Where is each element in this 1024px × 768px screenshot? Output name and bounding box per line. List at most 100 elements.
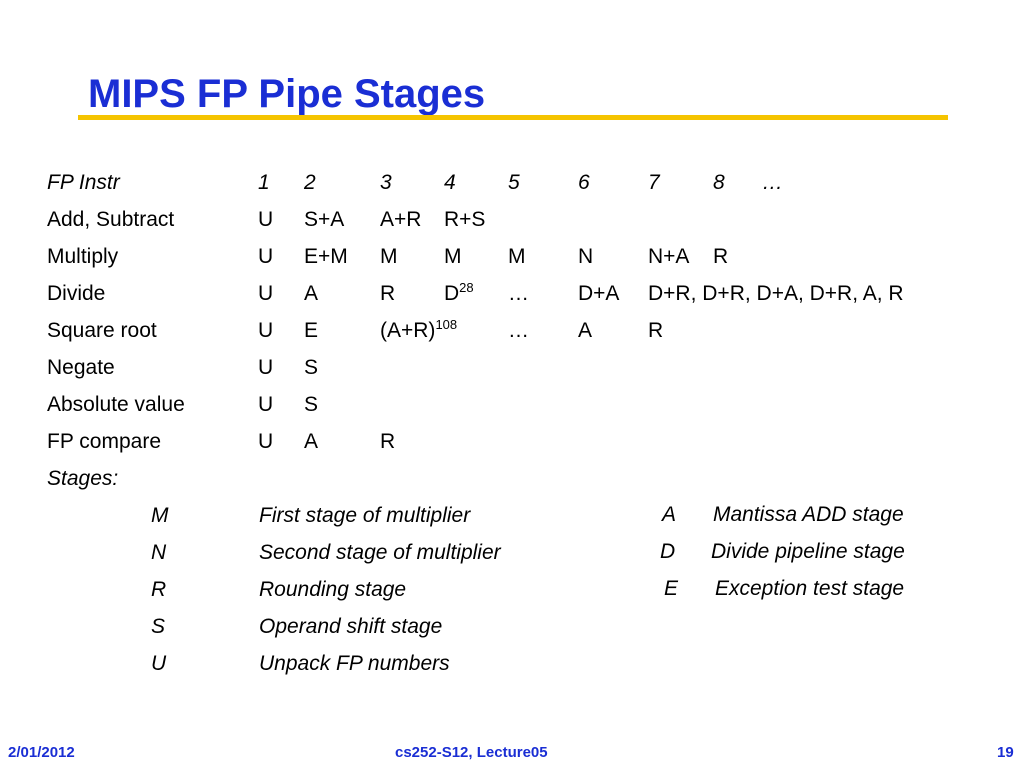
stage-code: D (660, 539, 675, 565)
stage-cell-superscript: 108 (435, 317, 458, 332)
header-col-7-text: 7 (648, 171, 660, 194)
stage-cell-text: S+A (304, 208, 345, 231)
stage-cell-text: U (258, 282, 274, 305)
stage-description: Rounding stage (259, 577, 406, 603)
stage-cell-text: M (380, 245, 398, 268)
stage-cell-text: N (578, 245, 594, 268)
stage-cell-text: … (508, 319, 529, 342)
stage-cell-text: S (304, 356, 319, 379)
stage-cell-text: A (578, 319, 593, 342)
stage-cell-superscript: 28 (459, 280, 474, 295)
row-name-text: Square root (47, 319, 157, 342)
stage-cell: D+R, D+R, D+A, D+R, A, R (648, 281, 904, 307)
stage-cell-text: E+M (304, 245, 348, 268)
stage-cell: R (380, 281, 395, 307)
stage-cell-text: A (304, 430, 319, 453)
footer-course: cs252-S12, Lecture05 (395, 744, 548, 761)
stage-cell-text: R (648, 319, 664, 342)
stage-code-text: D (660, 540, 676, 563)
footer-page-number: 19 (997, 744, 1014, 761)
row-name: Multiply (47, 244, 118, 270)
header-col-6: 6 (578, 170, 590, 196)
stage-cell: (A+R)108 (380, 318, 457, 344)
stage-description-text: Unpack FP numbers (259, 652, 450, 675)
stage-cell: R+S (444, 207, 485, 233)
header-col-2-text: 2 (304, 171, 316, 194)
row-name-text: Absolute value (47, 393, 185, 416)
header-col-1-text: 1 (258, 171, 270, 194)
stage-description: Unpack FP numbers (259, 651, 450, 677)
header-col-4-text: 4 (444, 171, 456, 194)
stage-cell: … (508, 318, 529, 344)
stage-cell: E+M (304, 244, 348, 270)
stage-cell: N+A (648, 244, 689, 270)
stage-cell: U (258, 392, 273, 418)
stage-cell-text: S (304, 393, 319, 416)
stage-cell-text: D+R, D+R, D+A, D+R, A, R (648, 282, 904, 305)
header-col-7: 7 (648, 170, 660, 196)
row-name-text: Negate (47, 356, 115, 379)
stage-cell: D+A (578, 281, 619, 307)
stage-cell-text: R+S (444, 208, 486, 231)
stage-description-text: Exception test stage (715, 577, 905, 600)
stage-code: N (151, 540, 166, 566)
header-col-5-text: 5 (508, 171, 520, 194)
stage-cell: M (508, 244, 526, 270)
stage-cell-text: U (258, 393, 274, 416)
stage-cell: A (304, 429, 318, 455)
header-col-3: 3 (380, 170, 392, 196)
stage-cell: U (258, 244, 273, 270)
stage-cell: E (304, 318, 318, 344)
header-col-9-text: … (762, 171, 783, 194)
stage-description: Second stage of multiplier (259, 540, 501, 566)
row-name-text: Add, Subtract (47, 208, 175, 231)
stage-description: First stage of multiplier (259, 503, 470, 529)
stage-cell-text: U (258, 319, 274, 342)
stage-code: A (662, 502, 676, 528)
stage-cell-text: E (304, 319, 319, 342)
stage-code-text: A (662, 503, 677, 526)
stage-description-text: Operand shift stage (259, 615, 443, 638)
stage-code: R (151, 577, 166, 603)
row-name: Negate (47, 355, 115, 381)
stage-cell: U (258, 207, 273, 233)
stage-cell-text: M (444, 245, 462, 268)
header-col-1: 1 (258, 170, 270, 196)
header-col-3-text: 3 (380, 171, 392, 194)
stage-code-text: E (664, 577, 679, 600)
footer-date: 2/01/2012 (8, 744, 75, 761)
stage-cell: R (713, 244, 728, 270)
stage-cell: S (304, 355, 318, 381)
stage-cell: M (444, 244, 462, 270)
stage-cell: S (304, 392, 318, 418)
stage-cell: A (304, 281, 318, 307)
header-label: FP Instr (47, 170, 120, 196)
stage-cell-text: N+A (648, 245, 690, 268)
header-col-9: … (762, 170, 783, 196)
header-col-4: 4 (444, 170, 456, 196)
stage-code: E (664, 576, 678, 602)
stage-cell-text: U (258, 245, 274, 268)
header-col-5: 5 (508, 170, 520, 196)
stage-description-text: Second stage of multiplier (259, 541, 501, 564)
stage-cell-text: U (258, 356, 274, 379)
stage-cell: … (508, 281, 529, 307)
stage-code-text: S (151, 615, 166, 638)
stage-description-text: Divide pipeline stage (711, 540, 905, 563)
stage-cell: M (380, 244, 398, 270)
stage-code-text: U (151, 652, 167, 675)
row-name-text: FP compare (47, 430, 161, 453)
stage-cell-text: D (444, 282, 460, 305)
stage-cell-text: U (258, 430, 274, 453)
stage-code-text: M (151, 504, 169, 527)
stage-code-text: N (151, 541, 167, 564)
stage-description: Exception test stage (715, 576, 904, 602)
stage-cell-text: D+A (578, 282, 620, 305)
row-name-text: Multiply (47, 245, 119, 268)
stage-cell: N (578, 244, 593, 270)
stage-code: S (151, 614, 165, 640)
stage-cell: U (258, 318, 273, 344)
stage-cell: S+A (304, 207, 344, 233)
row-name: Absolute value (47, 392, 185, 418)
stage-cell: U (258, 281, 273, 307)
